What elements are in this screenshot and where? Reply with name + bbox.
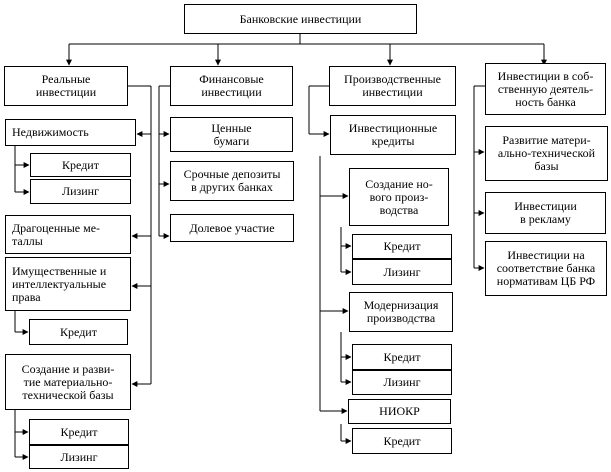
modernization-credit-node: Кредит <box>352 344 452 370</box>
modernization-leasing-node: Лизинг <box>352 370 452 395</box>
real-estate-credit-node: Кредит <box>30 153 131 177</box>
property-rights-credit-node: Кредит <box>29 319 128 345</box>
material-base-node: Создание и разви- тие материально- техни… <box>5 354 131 410</box>
own-activity-node: Инвестиции в соб- ственную деятель- ност… <box>485 63 606 115</box>
new-production-node: Создание но- вого произ- водства <box>349 168 449 226</box>
production-investments-node: Производственные инвестиции <box>329 66 456 106</box>
term-deposits-node: Срочные депозиты в других банках <box>170 161 294 201</box>
material-base-leasing-node: Лизинг <box>29 445 129 469</box>
financial-investments-node: Финансовые инвестиции <box>170 66 293 106</box>
modernization-node: Модернизация производства <box>349 292 453 332</box>
securities-node: Ценные бумаги <box>170 117 293 152</box>
equity-participation-node: Долевое участие <box>170 214 294 242</box>
new-production-credit-node: Кредит <box>352 234 452 259</box>
material-base-credit-node: Кредит <box>29 419 129 445</box>
material-development-node: Развитие матери- ально-технической базы <box>485 126 608 181</box>
real-estate-leasing-node: Лизинг <box>30 179 131 204</box>
root-node: Банковские инвестиции <box>184 4 417 34</box>
real-investments-node: Реальные инвестиции <box>4 66 128 106</box>
property-rights-node: Имущественные и интеллектуальные права <box>5 257 131 311</box>
new-production-leasing-node: Лизинг <box>352 259 452 285</box>
precious-metals-node: Драгоценные ме- таллы <box>5 215 131 254</box>
rnd-node: НИОКР <box>348 399 451 424</box>
investment-credits-node: Инвестиционные кредиты <box>330 115 456 155</box>
rnd-credit-node: Кредит <box>352 428 452 454</box>
cbr-compliance-node: Инвестиции на соответствие банка нормати… <box>485 241 607 296</box>
real-estate-node: Недвижимость <box>5 119 136 146</box>
advertising-node: Инвестиции в рекламу <box>485 192 606 234</box>
